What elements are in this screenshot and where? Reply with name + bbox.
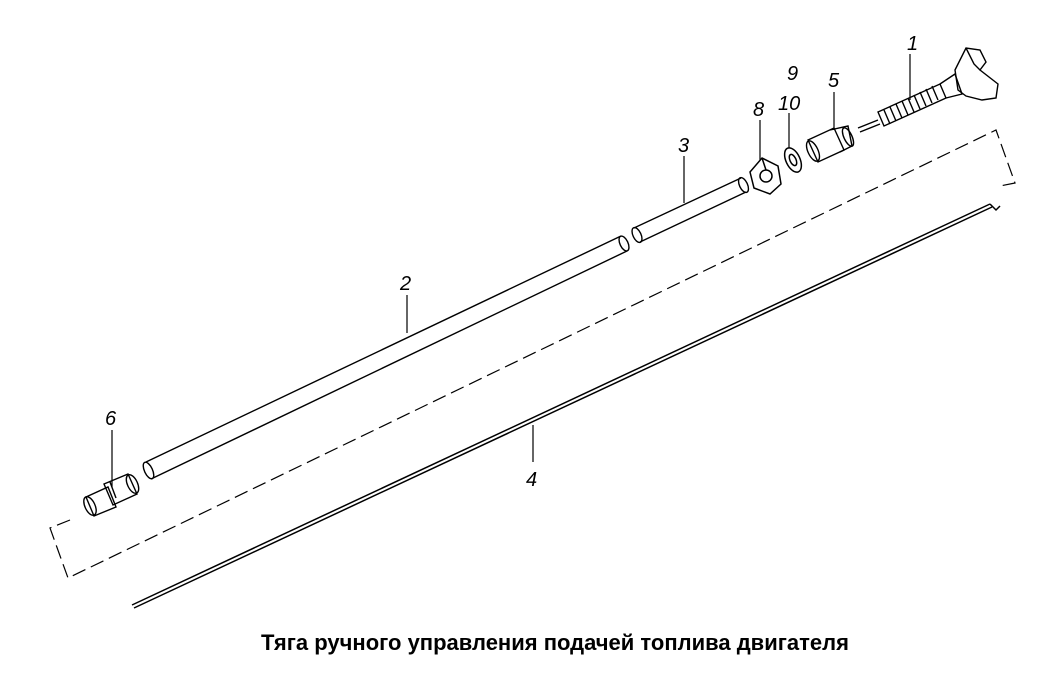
callout-8: 8 [753, 99, 764, 121]
callout-3: 3 [678, 135, 689, 157]
callout-10: 10 [778, 93, 800, 115]
part-8-hex-nut [749, 157, 782, 195]
part-10-washer [783, 147, 803, 173]
leader-lines [111, 54, 911, 487]
callout-6: 6 [105, 408, 117, 430]
callout-4: 4 [526, 469, 537, 491]
part-3-short-tube [631, 176, 750, 244]
callout-5: 5 [828, 70, 840, 92]
callout-9: 9 [787, 63, 798, 85]
part-5-bushing [805, 125, 855, 163]
part-2-long-tube [142, 235, 630, 480]
part-4-control-rod [131, 203, 1001, 609]
part-6-end-fitting [83, 473, 140, 517]
callout-2: 2 [399, 273, 411, 295]
dashed-assembly-frame [49, 129, 1016, 579]
callout-1: 1 [907, 33, 918, 55]
diagram-caption: Тяга ручного управления подачей топлива … [261, 630, 849, 655]
part-1-handle [857, 47, 999, 133]
